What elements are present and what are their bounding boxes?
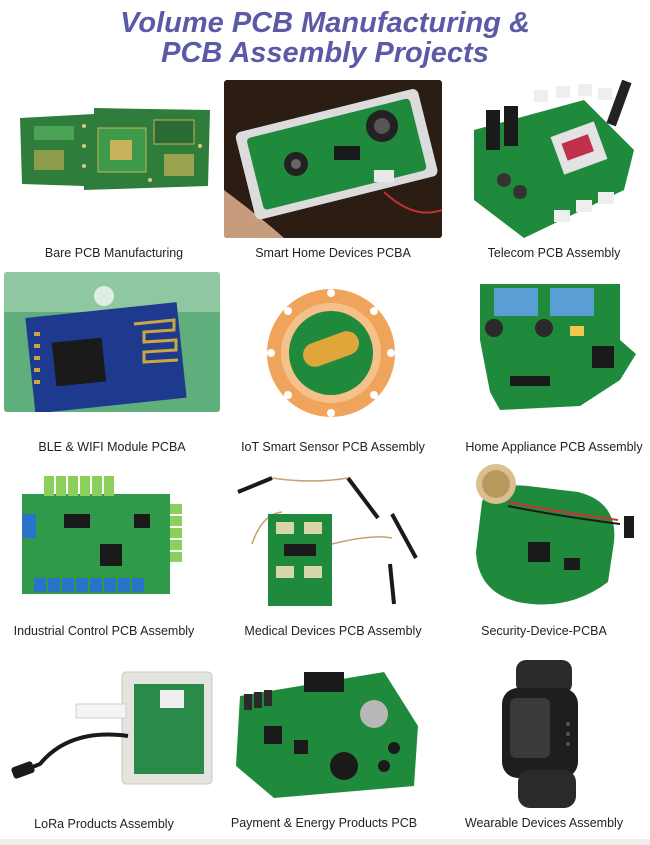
wearable-devices-image bbox=[488, 658, 592, 810]
security-device-pcba-image bbox=[468, 462, 640, 610]
caption-wearable-devices: Wearable Devices Assembly bbox=[464, 816, 624, 830]
telecom-pcba-image bbox=[464, 80, 644, 240]
lora-products-image bbox=[10, 664, 220, 794]
payment-energy-pcb-image bbox=[234, 666, 420, 802]
caption-smart-home: Smart Home Devices PCBA bbox=[255, 246, 411, 260]
caption-ble-wifi: BLE & WIFI Module PCBA bbox=[38, 440, 186, 454]
caption-lora-products: LoRa Products Assembly bbox=[34, 817, 174, 831]
bare-pcb-image bbox=[14, 106, 214, 196]
page-title-line-2: PCB Assembly Projects bbox=[161, 37, 489, 69]
caption-industrial-control: Industrial Control PCB Assembly bbox=[13, 624, 195, 638]
page-title-line-1: Volume PCB Manufacturing & bbox=[120, 7, 530, 39]
medical-devices-pcba-image bbox=[232, 474, 422, 608]
ble-wifi-module-image bbox=[4, 272, 220, 412]
caption-home-appliance: Home Appliance PCB Assembly bbox=[465, 440, 643, 454]
smart-home-pcba-image bbox=[224, 80, 442, 238]
caption-bare-pcb: Bare PCB Manufacturing bbox=[44, 246, 184, 260]
bottom-strip bbox=[0, 839, 650, 845]
industrial-control-pcba-image bbox=[14, 474, 184, 602]
home-appliance-pcba-image bbox=[470, 280, 640, 426]
caption-iot-sensor: IoT Smart Sensor PCB Assembly bbox=[241, 440, 425, 454]
caption-payment-energy: Payment & Energy Products PCB bbox=[230, 816, 418, 830]
caption-medical-devices: Medical Devices PCB Assembly bbox=[244, 624, 422, 638]
caption-telecom: Telecom PCB Assembly bbox=[487, 246, 621, 260]
iot-sensor-pcba-image bbox=[260, 285, 402, 421]
caption-security-device: Security-Device-PCBA bbox=[481, 624, 607, 638]
